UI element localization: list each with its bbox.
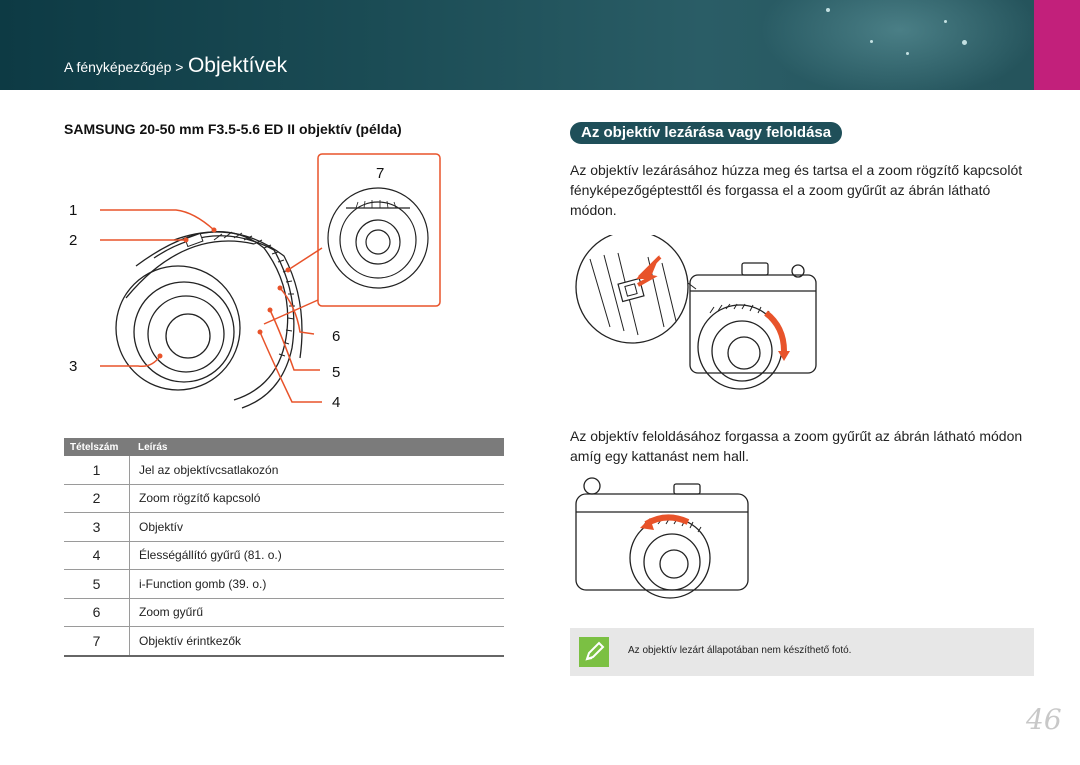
callout-number: 5 bbox=[332, 364, 341, 381]
breadcrumb-parent[interactable]: A fényképezőgép > bbox=[64, 59, 184, 75]
callout-number: 6 bbox=[332, 328, 341, 345]
section-heading: Az objektív lezárása vagy feloldása bbox=[570, 122, 843, 144]
bokeh-dot bbox=[870, 40, 873, 43]
camera-lock-illustration bbox=[575, 235, 817, 390]
row-number: 4 bbox=[64, 541, 130, 569]
callout-number: 7 bbox=[376, 165, 385, 182]
table-row: 7 Objektív érintkezők bbox=[64, 627, 504, 657]
bokeh-dot bbox=[826, 8, 830, 12]
callout-number: 2 bbox=[69, 232, 78, 249]
bokeh-dot bbox=[962, 40, 967, 45]
breadcrumb-current: Objektívek bbox=[187, 54, 288, 77]
front-lens-outer bbox=[115, 265, 241, 391]
row-number: 3 bbox=[64, 513, 130, 541]
lens-diagram-title: SAMSUNG 20-50 mm F3.5-5.6 ED II objektív… bbox=[64, 121, 402, 137]
lens-illustration bbox=[100, 153, 441, 409]
row-description: Zoom gyűrű bbox=[139, 605, 204, 620]
header-band: A fényképezőgép > Objektívek bbox=[0, 0, 1080, 90]
callout-number: 4 bbox=[332, 394, 341, 411]
lens-mount-rear bbox=[327, 187, 429, 289]
callout-number: 3 bbox=[69, 358, 78, 375]
callout-number: 1 bbox=[69, 202, 78, 219]
column-header-description: Leírás bbox=[138, 441, 168, 453]
row-number: 7 bbox=[64, 627, 130, 655]
note-box: Az objektív lezárt állapotában nem készí… bbox=[570, 628, 1034, 676]
table-header: Tételszám Leírás bbox=[64, 438, 504, 456]
page-number: 46 bbox=[1026, 703, 1062, 736]
table-row: 5 i-Function gomb (39. o.) bbox=[64, 570, 504, 599]
parts-table: Tételszám Leírás 1 Jel az objektívcsatlak… bbox=[64, 438, 504, 657]
header-glow bbox=[760, 0, 1040, 90]
row-description: Objektív érintkezők bbox=[139, 633, 242, 648]
row-number: 1 bbox=[64, 456, 130, 484]
table-row: 6 Zoom gyűrű bbox=[64, 598, 504, 627]
callout-line-1 bbox=[100, 209, 215, 231]
table-row: 3 Objektív bbox=[64, 513, 504, 542]
camera-unlock-illustration bbox=[575, 477, 749, 599]
table-row: 2 Zoom rögzítő kapcsoló bbox=[64, 484, 504, 513]
row-description: Jel az objektívcsatlakozón bbox=[139, 462, 279, 477]
row-description: Élességállító gyűrű (81. o.) bbox=[139, 548, 282, 563]
note-pencil-icon bbox=[579, 637, 609, 667]
column-header-number: Tételszám bbox=[70, 441, 119, 453]
row-number: 6 bbox=[64, 598, 130, 626]
row-number: 2 bbox=[64, 484, 130, 512]
lock-instructions: Az objektív lezárásához húzza meg és tar… bbox=[570, 162, 1023, 218]
row-description: Objektív bbox=[139, 519, 184, 534]
table-row: 1 Jel az objektívcsatlakozón bbox=[64, 456, 504, 485]
bokeh-dot bbox=[906, 52, 909, 55]
section-tab[interactable] bbox=[1034, 0, 1080, 90]
unlock-instructions: Az objektív feloldásához forgassa a zoom… bbox=[570, 428, 1023, 464]
breadcrumb: A fényképezőgép > Objektívek bbox=[64, 54, 287, 78]
bokeh-dot bbox=[944, 20, 947, 23]
note-text: Az objektív lezárt állapotában nem készí… bbox=[628, 645, 852, 656]
table-row: 4 Élességállító gyűrű (81. o.) bbox=[64, 541, 504, 570]
row-description: Zoom rögzítő kapcsoló bbox=[139, 491, 261, 506]
row-description: i-Function gomb (39. o.) bbox=[139, 576, 267, 591]
row-number: 5 bbox=[64, 570, 130, 598]
